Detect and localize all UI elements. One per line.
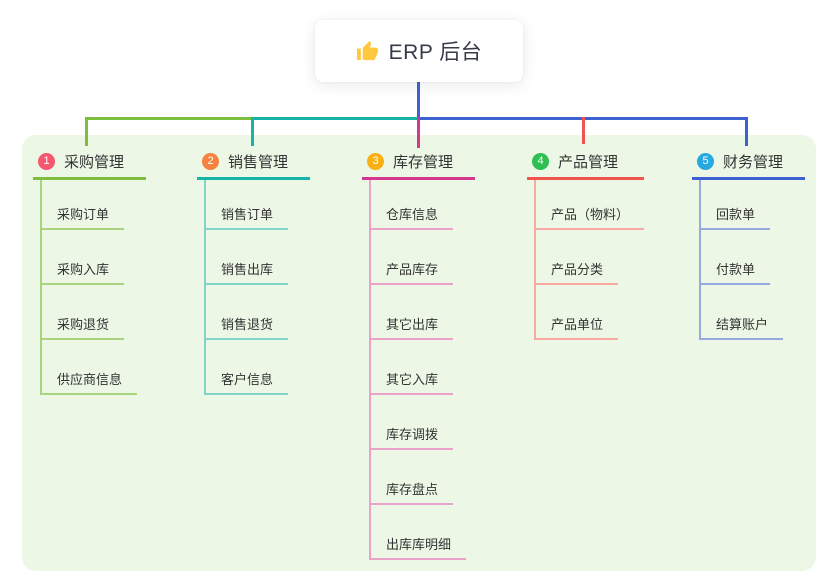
child-node[interactable]: 库存盘点 bbox=[371, 450, 454, 505]
branch-product-children: 产品（物料） 产品分类 产品单位 bbox=[534, 180, 645, 340]
child-node[interactable]: 采购退货 bbox=[42, 285, 125, 340]
child-label: 产品（物料） bbox=[551, 207, 630, 222]
thumbs-up-icon bbox=[356, 40, 379, 63]
branch-finance: 5 财务管理 回款单 付款单 结算账户 bbox=[692, 148, 805, 340]
child-node[interactable]: 产品分类 bbox=[536, 230, 619, 285]
child-node[interactable]: 销售出库 bbox=[206, 230, 289, 285]
branch-product: 4 产品管理 产品（物料） 产品分类 产品单位 bbox=[527, 148, 645, 340]
child-node[interactable]: 其它出库 bbox=[371, 285, 454, 340]
child-node[interactable]: 采购入库 bbox=[42, 230, 125, 285]
child-label: 销售订单 bbox=[221, 207, 274, 222]
child-label: 采购退货 bbox=[57, 317, 110, 332]
branches-panel bbox=[22, 135, 816, 571]
child-label: 采购入库 bbox=[57, 262, 110, 277]
child-node[interactable]: 产品单位 bbox=[536, 285, 619, 340]
branch-label: 财务管理 bbox=[723, 153, 784, 171]
child-node[interactable]: 产品（物料） bbox=[536, 180, 645, 230]
child-label: 供应商信息 bbox=[57, 372, 123, 387]
child-label: 销售出库 bbox=[221, 262, 274, 277]
branch-inventory-head[interactable]: 3 库存管理 bbox=[362, 148, 475, 180]
child-node[interactable]: 仓库信息 bbox=[371, 180, 454, 230]
child-node[interactable]: 回款单 bbox=[701, 180, 771, 230]
child-label: 库存调拨 bbox=[386, 427, 439, 442]
connector-drop-sales bbox=[251, 117, 254, 146]
branch-label: 库存管理 bbox=[393, 153, 454, 171]
child-node[interactable]: 其它入库 bbox=[371, 340, 454, 395]
child-label: 库存盘点 bbox=[386, 482, 439, 497]
child-label: 回款单 bbox=[716, 207, 756, 222]
child-label: 付款单 bbox=[716, 262, 756, 277]
branch-inventory: 3 库存管理 仓库信息 产品库存 其它出库 其它入库 库存调拨 库存盘点 出库库… bbox=[362, 148, 475, 560]
branch-number-badge: 5 bbox=[697, 152, 714, 170]
branch-sales: 2 销售管理 销售订单 销售出库 销售退货 客户信息 bbox=[197, 148, 310, 395]
connector-root-stem bbox=[417, 82, 420, 120]
child-label: 产品分类 bbox=[551, 262, 604, 277]
child-node[interactable]: 产品库存 bbox=[371, 230, 454, 285]
child-node[interactable]: 出库库明细 bbox=[371, 505, 467, 560]
branch-finance-children: 回款单 付款单 结算账户 bbox=[699, 180, 805, 340]
branch-number-badge: 2 bbox=[202, 152, 219, 170]
branch-finance-head[interactable]: 5 财务管理 bbox=[692, 148, 805, 180]
child-node[interactable]: 采购订单 bbox=[42, 180, 125, 230]
child-node[interactable]: 供应商信息 bbox=[42, 340, 138, 395]
connector-drop-inventory bbox=[417, 117, 420, 148]
child-node[interactable]: 库存调拨 bbox=[371, 395, 454, 450]
child-node[interactable]: 结算账户 bbox=[701, 285, 784, 340]
branch-purchase-head[interactable]: 1 采购管理 bbox=[33, 148, 146, 180]
child-label: 采购订单 bbox=[57, 207, 110, 222]
child-label: 产品单位 bbox=[551, 317, 604, 332]
branch-product-head[interactable]: 4 产品管理 bbox=[527, 148, 645, 180]
child-label: 仓库信息 bbox=[386, 207, 439, 222]
child-node[interactable]: 销售退货 bbox=[206, 285, 289, 340]
child-node[interactable]: 付款单 bbox=[701, 230, 771, 285]
child-label: 结算账户 bbox=[716, 317, 769, 332]
branch-label: 采购管理 bbox=[64, 153, 125, 171]
child-label: 销售退货 bbox=[221, 317, 274, 332]
branch-sales-children: 销售订单 销售出库 销售退货 客户信息 bbox=[204, 180, 310, 395]
connector-drop-finance bbox=[745, 117, 748, 146]
branch-sales-head[interactable]: 2 销售管理 bbox=[197, 148, 310, 180]
branch-purchase: 1 采购管理 采购订单 采购入库 采购退货 供应商信息 bbox=[33, 148, 146, 395]
branch-label: 产品管理 bbox=[558, 153, 619, 171]
branch-purchase-children: 采购订单 采购入库 采购退货 供应商信息 bbox=[40, 180, 146, 395]
branch-number-badge: 4 bbox=[532, 152, 549, 170]
child-label: 客户信息 bbox=[221, 372, 274, 387]
branch-label: 销售管理 bbox=[228, 153, 289, 171]
child-label: 其它入库 bbox=[386, 372, 439, 387]
connector-bar-teal bbox=[253, 117, 417, 120]
connector-drop-product bbox=[582, 117, 585, 144]
branch-inventory-children: 仓库信息 产品库存 其它出库 其它入库 库存调拨 库存盘点 出库库明细 bbox=[369, 180, 475, 560]
child-node[interactable]: 客户信息 bbox=[206, 340, 289, 395]
child-label: 其它出库 bbox=[386, 317, 439, 332]
child-node[interactable]: 销售订单 bbox=[206, 180, 289, 230]
connector-bar-green bbox=[85, 117, 253, 120]
child-label: 产品库存 bbox=[386, 262, 439, 277]
branch-number-badge: 3 bbox=[367, 152, 384, 170]
root-title: ERP 后台 bbox=[388, 41, 483, 64]
root-node[interactable]: ERP 后台 bbox=[315, 20, 523, 82]
child-label: 出库库明细 bbox=[386, 537, 452, 552]
branch-number-badge: 1 bbox=[38, 152, 55, 170]
connector-drop-purchase bbox=[85, 117, 88, 146]
